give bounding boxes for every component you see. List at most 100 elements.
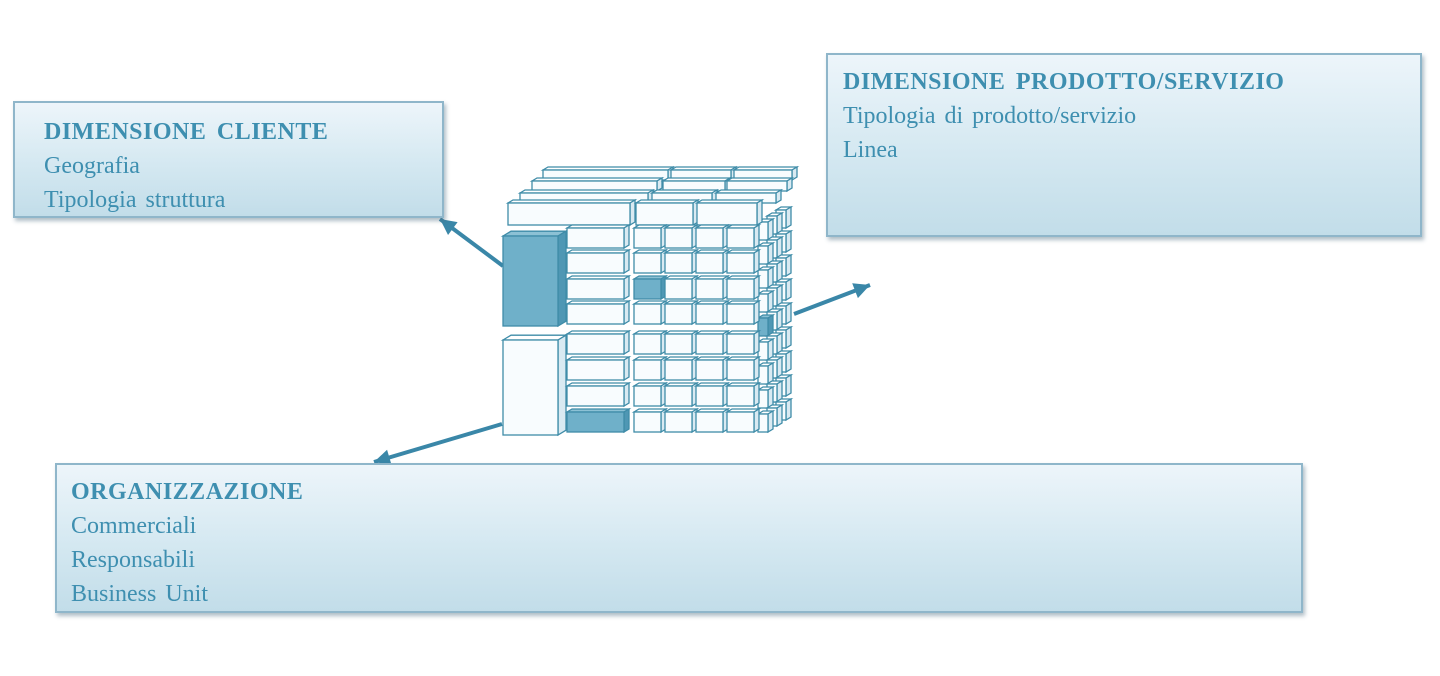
cube-block-side bbox=[623, 355, 630, 382]
cube-block-front bbox=[566, 385, 625, 407]
cube-side-cell bbox=[755, 313, 776, 338]
cube-block-side bbox=[629, 198, 636, 227]
cube-block-side bbox=[753, 329, 760, 356]
cube-grid-cell bbox=[631, 381, 669, 408]
cube-block-side bbox=[656, 176, 663, 193]
cube-block-front bbox=[726, 278, 755, 300]
cube-grid-cell bbox=[693, 329, 731, 356]
cube-block-side bbox=[753, 274, 760, 301]
cube-grid-cell bbox=[631, 355, 669, 382]
cube-grid-cell bbox=[662, 299, 700, 326]
cube-block-side bbox=[753, 407, 760, 434]
cube-block-side bbox=[785, 373, 792, 398]
cube-block-front bbox=[664, 278, 693, 300]
cube-wide-cell bbox=[564, 329, 632, 356]
cube-grid-cell bbox=[724, 299, 762, 326]
arrow-to-organizzazione bbox=[373, 422, 503, 466]
cube-grid-cell bbox=[724, 381, 762, 408]
cube-block-front bbox=[695, 333, 724, 355]
cube-block-side bbox=[785, 253, 792, 278]
cube-block-side bbox=[786, 176, 793, 193]
cube-block-front bbox=[566, 227, 625, 249]
cube-block-front bbox=[726, 303, 755, 325]
cube-block-side bbox=[753, 223, 760, 250]
cube-grid-cell bbox=[693, 381, 731, 408]
cube-block-side bbox=[776, 403, 783, 428]
dimension-cliente-item-geografia: Geografia bbox=[44, 153, 140, 179]
cube-block-front bbox=[633, 333, 662, 355]
cube-grid-cell bbox=[724, 248, 762, 275]
cube-block-front bbox=[566, 411, 625, 433]
cube-block-front bbox=[566, 359, 625, 381]
cube-block-front bbox=[695, 303, 724, 325]
cube-block-side bbox=[557, 230, 567, 328]
cube-block-front bbox=[695, 227, 724, 249]
cube-grid-cell bbox=[693, 248, 731, 275]
cube-block-front bbox=[664, 252, 693, 274]
cube-block-front bbox=[726, 385, 755, 407]
cube-wide-cell bbox=[564, 248, 632, 275]
cube-block-front bbox=[726, 227, 755, 249]
cube-block-side bbox=[557, 334, 567, 437]
cube-block-front bbox=[566, 278, 625, 300]
cube-block-front bbox=[635, 202, 694, 226]
cube-grid-cell bbox=[631, 299, 669, 326]
cube-top-bar bbox=[660, 176, 733, 193]
cube-block-front bbox=[726, 411, 755, 433]
cube-block-front bbox=[664, 411, 693, 433]
cube-block-side bbox=[623, 248, 630, 275]
cube-grid-cell bbox=[662, 407, 700, 434]
cube-top-bar bbox=[731, 165, 800, 182]
cube-block-top bbox=[500, 230, 569, 237]
cube-block-side bbox=[785, 301, 792, 326]
cube-grid-cell bbox=[662, 248, 700, 275]
cube-top-bar bbox=[724, 176, 795, 193]
dimension-organizzazione-item-business-unit: Business Unit bbox=[71, 581, 209, 607]
cube-block-side bbox=[623, 407, 630, 434]
arrowhead-icon bbox=[440, 219, 458, 235]
cube-block-front bbox=[507, 202, 631, 226]
cube-grid-cell bbox=[662, 355, 700, 382]
cube-grid-cell bbox=[662, 329, 700, 356]
dimension-arrows bbox=[373, 217, 871, 466]
cube-block-side bbox=[753, 299, 760, 326]
cube-top-bar bbox=[529, 176, 665, 193]
cube-block-front bbox=[664, 227, 693, 249]
cube-side-cell bbox=[755, 265, 776, 290]
cube-block-side bbox=[785, 349, 792, 374]
cube-grid-cell bbox=[631, 274, 669, 301]
cube-grid-cell bbox=[724, 274, 762, 301]
cube-grid-cell bbox=[693, 299, 731, 326]
dimension-organizzazione-box: ORGANIZZAZIONE Commerciali Responsabili … bbox=[55, 463, 1303, 613]
cube-block-side bbox=[785, 397, 792, 422]
cube-block-side bbox=[785, 325, 792, 350]
cube-side-cell bbox=[755, 241, 776, 266]
dimension-prodotto-item-tipologia: Tipologia di prodotto/servizio bbox=[843, 103, 1137, 129]
cube-block-front bbox=[664, 359, 693, 381]
cube-grid-cell bbox=[662, 223, 700, 250]
cube-block-side bbox=[785, 277, 792, 302]
cube-block-side bbox=[753, 248, 760, 275]
cube-grid-cell bbox=[693, 407, 731, 434]
cube-wide-cell bbox=[564, 355, 632, 382]
cube-block-front bbox=[633, 252, 662, 274]
arrowhead-icon bbox=[374, 449, 392, 466]
cube-block-front bbox=[502, 235, 559, 327]
cube-block-front bbox=[695, 252, 724, 274]
cube-grid-cell bbox=[724, 329, 762, 356]
dimension-prodotto-box: DIMENSIONE PRODOTTO/SERVIZIO Tipologia d… bbox=[826, 53, 1422, 237]
cube-grid-cell bbox=[631, 248, 669, 275]
cube-block-front bbox=[695, 359, 724, 381]
cube-block-front bbox=[695, 411, 724, 433]
cube-grid-cell bbox=[662, 381, 700, 408]
cube-tall-block bbox=[500, 334, 569, 437]
cube-side-cell bbox=[755, 409, 776, 434]
cube-block-front bbox=[633, 227, 662, 249]
cube-grid-cell bbox=[724, 223, 762, 250]
cube-front-top-bar bbox=[633, 198, 701, 227]
cube-block-front bbox=[566, 333, 625, 355]
cube-grid-cell bbox=[693, 223, 731, 250]
cube-grid-cell bbox=[631, 329, 669, 356]
arrow-to-prodotto bbox=[793, 283, 871, 316]
